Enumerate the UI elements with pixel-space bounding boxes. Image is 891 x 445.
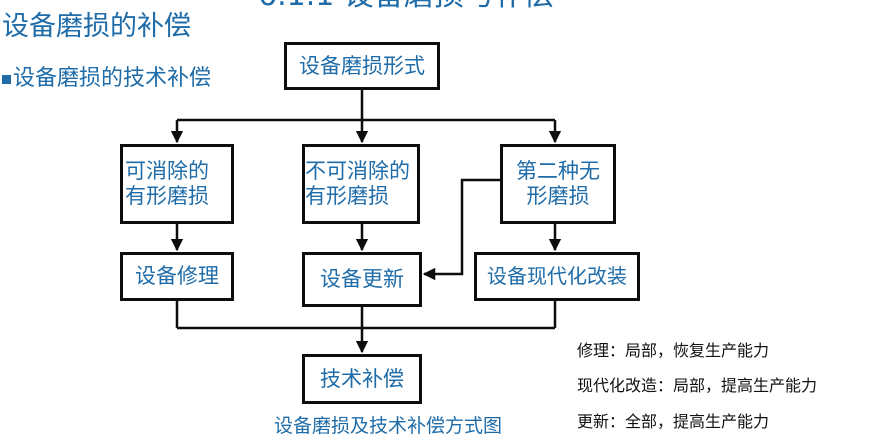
note-repair: 修理：局部，恢复生产能力 [577, 341, 770, 360]
slide-title-cut: 6.1.1 设备磨损与补偿 [258, 0, 618, 11]
section-title: 设备磨损的补偿 [2, 11, 191, 42]
box-wear-forms: 设备磨损形式 [284, 42, 440, 90]
diagram-caption: 设备磨损及技术补偿方式图 [273, 415, 502, 437]
box-equipment-repair: 设备修理 [120, 252, 234, 301]
box-second-intangible-wear: 第二种无 形磨损 [500, 144, 616, 224]
box-removable-tangible-wear: 可消除的 有形磨损 [120, 144, 234, 224]
bullet-square-icon [2, 74, 11, 84]
box-irremovable-tangible-wear: 不可消除的 有形磨损 [302, 144, 420, 224]
box-equipment-modernization: 设备现代化改装 [474, 252, 640, 301]
connector-wear3-renew [422, 178, 500, 281]
note-renewal: 更新：全部，提高生产能力 [577, 412, 770, 431]
box-equipment-renewal: 设备更新 [302, 252, 422, 307]
box-technical-compensation: 技术补偿 [302, 354, 422, 404]
note-modernization: 现代化改造：局部，提高生产能力 [577, 376, 818, 395]
bullet-item: 设备磨损的技术补偿 [2, 64, 211, 94]
bullet-text: 设备磨损的技术补偿 [13, 66, 212, 91]
